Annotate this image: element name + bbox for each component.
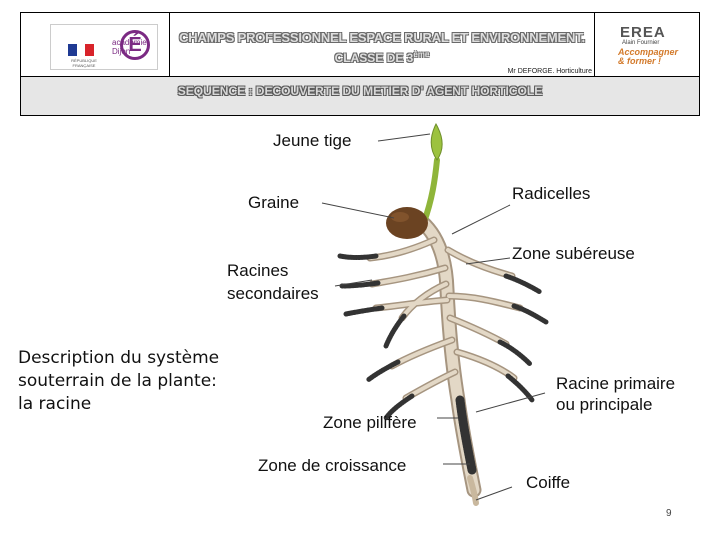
page-number: 9 (666, 508, 672, 519)
description-text: Description du système souterrain de la … (18, 347, 219, 416)
label-coiffe: Coiffe (526, 473, 570, 493)
seed (386, 207, 428, 239)
label-graine: Graine (248, 193, 299, 213)
label-zone-subereuse: Zone subéreuse (512, 244, 635, 264)
young-stem (424, 160, 437, 222)
label-zone-pilifere: Zone pilifère (323, 413, 417, 433)
cotyledon (431, 124, 442, 160)
label-zone-croissance: Zone de croissance (258, 456, 406, 476)
label-radicelles: Radicelles (512, 184, 590, 204)
label-jeune-tige: Jeune tige (273, 131, 351, 151)
